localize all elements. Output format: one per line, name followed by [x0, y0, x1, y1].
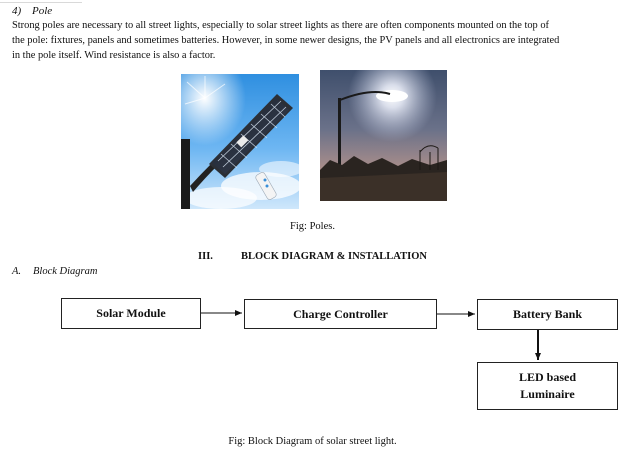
- battery-bank-block: Battery Bank: [477, 299, 618, 330]
- subheading-block-diagram-title: Block Diagram: [33, 266, 98, 277]
- led-luminaire-block: LED based Luminaire: [477, 362, 618, 410]
- charge-controller-block: Charge Controller: [244, 299, 437, 329]
- section-heading: III. BLOCK DIAGRAM & INSTALLATION: [0, 251, 625, 262]
- pole-paragraph-line-2: the pole: fixtures, panels and sometimes…: [12, 35, 560, 46]
- subheading-block-diagram: A. Block Diagram: [12, 266, 97, 277]
- header-rule: [0, 2, 82, 3]
- pole-paragraph-line-3: in the pole itself. Wind resistance is a…: [12, 50, 216, 61]
- figure-poles-caption: Fig: Poles.: [290, 221, 335, 232]
- subheading-block-diagram-letter: A.: [12, 266, 22, 277]
- pole-paragraph-line-1: Strong poles are necessary to all street…: [12, 20, 549, 31]
- night-street-light-photo: [320, 70, 447, 201]
- solar-module-block: Solar Module: [61, 298, 201, 329]
- section-title: BLOCK DIAGRAM & INSTALLATION: [240, 251, 427, 262]
- led-luminaire-line-2: Luminaire: [520, 387, 575, 401]
- figure-block-diagram-caption: Fig: Block Diagram of solar street light…: [228, 436, 397, 447]
- pole-paragraph: Strong poles are necessary to all street…: [12, 18, 625, 63]
- subheading-pole: 4) Pole: [12, 5, 52, 17]
- subheading-pole-title: Pole: [32, 5, 53, 17]
- led-luminaire-line-1: LED based: [518, 370, 577, 384]
- subheading-pole-number: 4): [12, 5, 22, 17]
- solar-street-light-photo: [181, 74, 299, 209]
- section-number: III.: [198, 251, 213, 262]
